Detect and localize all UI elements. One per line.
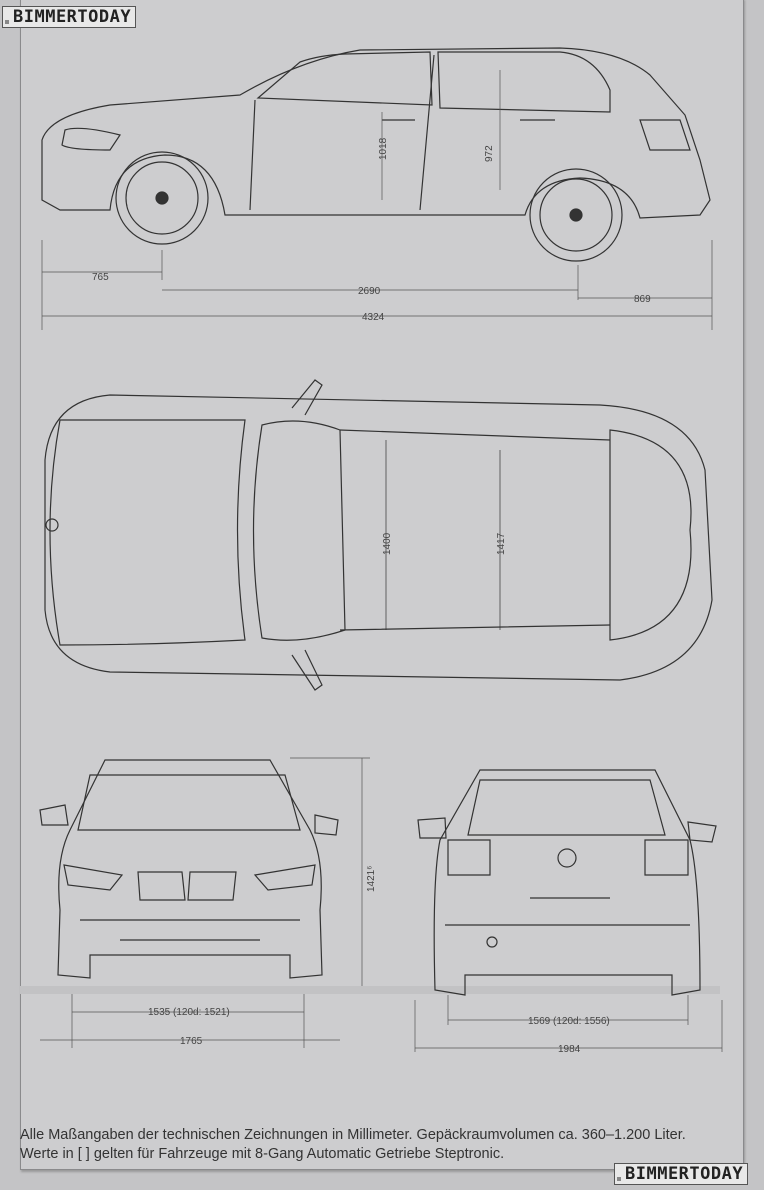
dim-width: 1765 [180,1036,203,1047]
dim-rear-headroom: 972 [484,145,495,162]
dim-front-shoulder: 1400 [382,532,393,555]
dim-length: 4324 [362,312,385,323]
side-dimensions [41,70,713,330]
dim-front-track: 1535 (120d: 1521) [148,1007,230,1018]
dim-front-headroom: 1018 [378,137,389,160]
watermark-logo-top: BIMMERTODAY [2,6,137,28]
rear-view-car [417,769,717,996]
front-view-car [39,759,339,979]
dim-front-overhang: 765 [92,272,109,283]
watermark-logo-bottom: BIMMERTODAY [614,1163,749,1185]
front-dimensions [40,757,370,1048]
footnote: Alle Maßangaben der technischen Zeichnun… [20,1126,686,1164]
dim-rear-track: 1569 (120d: 1556) [528,1016,610,1027]
footnote-line-2: Werte in [ ] gelten für Fahrzeuge mit 8-… [20,1146,505,1162]
dim-height: 1421⁶ [366,866,377,892]
dim-width-mirrors: 1984 [558,1044,581,1055]
dim-rear-shoulder: 1417 [496,532,507,555]
side-view-car [41,47,711,262]
footnote-line-1: Alle Maßangaben der technischen Zeichnun… [20,1127,686,1143]
dim-rear-overhang: 869 [634,294,651,305]
top-view-car [44,379,713,691]
rear-dimensions [414,995,723,1052]
dim-wheelbase: 2690 [358,286,381,297]
